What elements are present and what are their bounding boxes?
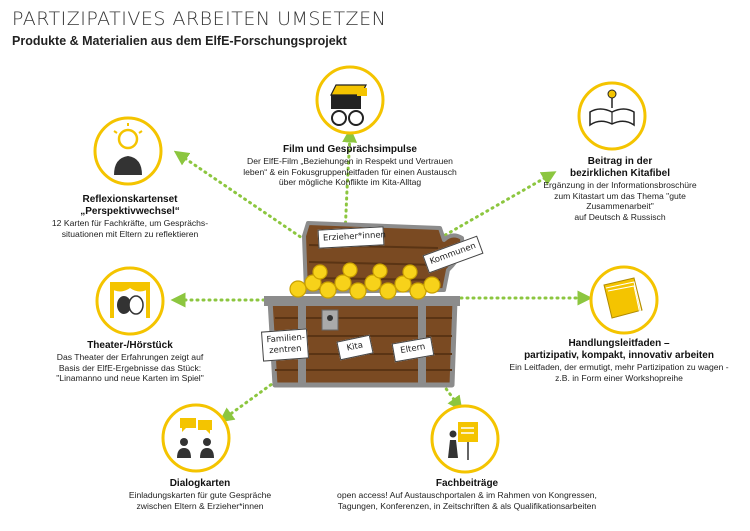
- arrow-dialog: [218, 358, 307, 423]
- film-line-3: über mögliche Konflikte im Kita-Alltag: [278, 177, 422, 187]
- film-icon: [315, 65, 385, 135]
- dialog-line-1: Einladungskarten für gute Gespräche: [128, 490, 272, 500]
- reflexion-line-1: 12 Karten für Fachkräfte, um Gesprächs-: [51, 218, 209, 228]
- fach-line-2: Tagungen, Konferenzen, in Zeitschriften …: [337, 500, 597, 511]
- handlung-heading-1: Handlungsleitfaden –: [568, 338, 670, 349]
- arrow-reflexion: [173, 150, 307, 242]
- reflexion-heading-1: Reflexionskartenset: [82, 194, 178, 205]
- lightbulb-head-icon: [93, 116, 163, 186]
- handlung-line-2: z.B. in Form einer Workshopreihe: [555, 372, 683, 383]
- film-heading: Film und Gesprächsimpulse: [283, 144, 417, 155]
- theater-line-1: Das Theater der Erfahrungen zeigt auf: [56, 352, 204, 362]
- label-familienzentren: Familien- zentren: [261, 328, 309, 362]
- item-reflexion: Reflexionskartenset „Perspektivwechsel“ …: [30, 194, 230, 239]
- beitrag-line-3: auf Deutsch & Russisch: [574, 211, 666, 222]
- theater-masks-icon: [95, 266, 165, 336]
- theater-line-2: Basis der ElfE-Ergebnisse das Stück:: [58, 362, 202, 373]
- theater-heading: Theater-/Hörstück: [87, 340, 173, 351]
- page-title: PARTIZIPATIVES ARBEITEN UMSETZEN: [12, 8, 387, 30]
- fach-line-1: open access! Auf Austauschportalen & im …: [337, 490, 597, 500]
- label-erzieher: Erzieher*innen: [317, 226, 386, 249]
- dialog-heading: Dialogkarten: [169, 478, 231, 489]
- beitrag-line-1: Ergänzung in der Informationsbroschüre: [543, 180, 697, 190]
- beitrag-heading-1: Beitrag in der: [587, 156, 653, 167]
- beitrag-heading-2: bezirklichen Kitafibel: [569, 168, 671, 179]
- handlung-line-1: Ein Leitfaden, der ermutigt, mehr Partiz…: [509, 362, 729, 372]
- fach-heading: Fachbeiträge: [435, 478, 499, 489]
- item-film: Film und Gesprächsimpulse Der ElfE-Film …: [230, 144, 470, 188]
- page-subtitle: Produkte & Materialien aus dem ElfE-Fors…: [12, 34, 347, 48]
- film-line-1: Der ElfE-Film „Beziehungen in Respekt un…: [247, 156, 453, 166]
- reflexion-line-2: situationen mit Eltern zu reflektieren: [61, 228, 199, 239]
- book-icon: [577, 81, 647, 151]
- beitrag-line-2: zum Kitastart um das Thema "gute Zusamme…: [554, 190, 686, 212]
- item-beitrag: Beitrag in der bezirklichen Kitafibel Er…: [520, 156, 720, 222]
- dialog-line-2: zwischen Eltern & Erzieher*innen: [136, 500, 264, 511]
- theater-line-3: "Linamanno und neue Karten im Spiel": [56, 373, 204, 383]
- arrow-fach: [423, 358, 463, 412]
- label-familienzentren-line2: zentren: [268, 343, 302, 357]
- film-line-2: leben“ & ein Fokusgruppenleitfaden für e…: [243, 166, 457, 177]
- reflexion-heading-2: „Perspektivwechsel“: [80, 206, 180, 217]
- document-stack-icon: [589, 265, 659, 335]
- item-theater: Theater-/Hörstück Das Theater der Erfahr…: [30, 340, 230, 384]
- item-fach: Fachbeiträge open access! Auf Austauschp…: [312, 478, 622, 511]
- flipchart-presenter-icon: [430, 404, 500, 474]
- treasure-chest-icon: [264, 221, 465, 388]
- item-dialog: Dialogkarten Einladungskarten für gute G…: [100, 478, 300, 511]
- handlung-heading-2: partizipativ, kompakt, innovativ arbeite…: [524, 350, 714, 361]
- speech-bubbles-icon: [161, 403, 231, 473]
- item-handlung: Handlungsleitfaden – partizipativ, kompa…: [488, 338, 750, 383]
